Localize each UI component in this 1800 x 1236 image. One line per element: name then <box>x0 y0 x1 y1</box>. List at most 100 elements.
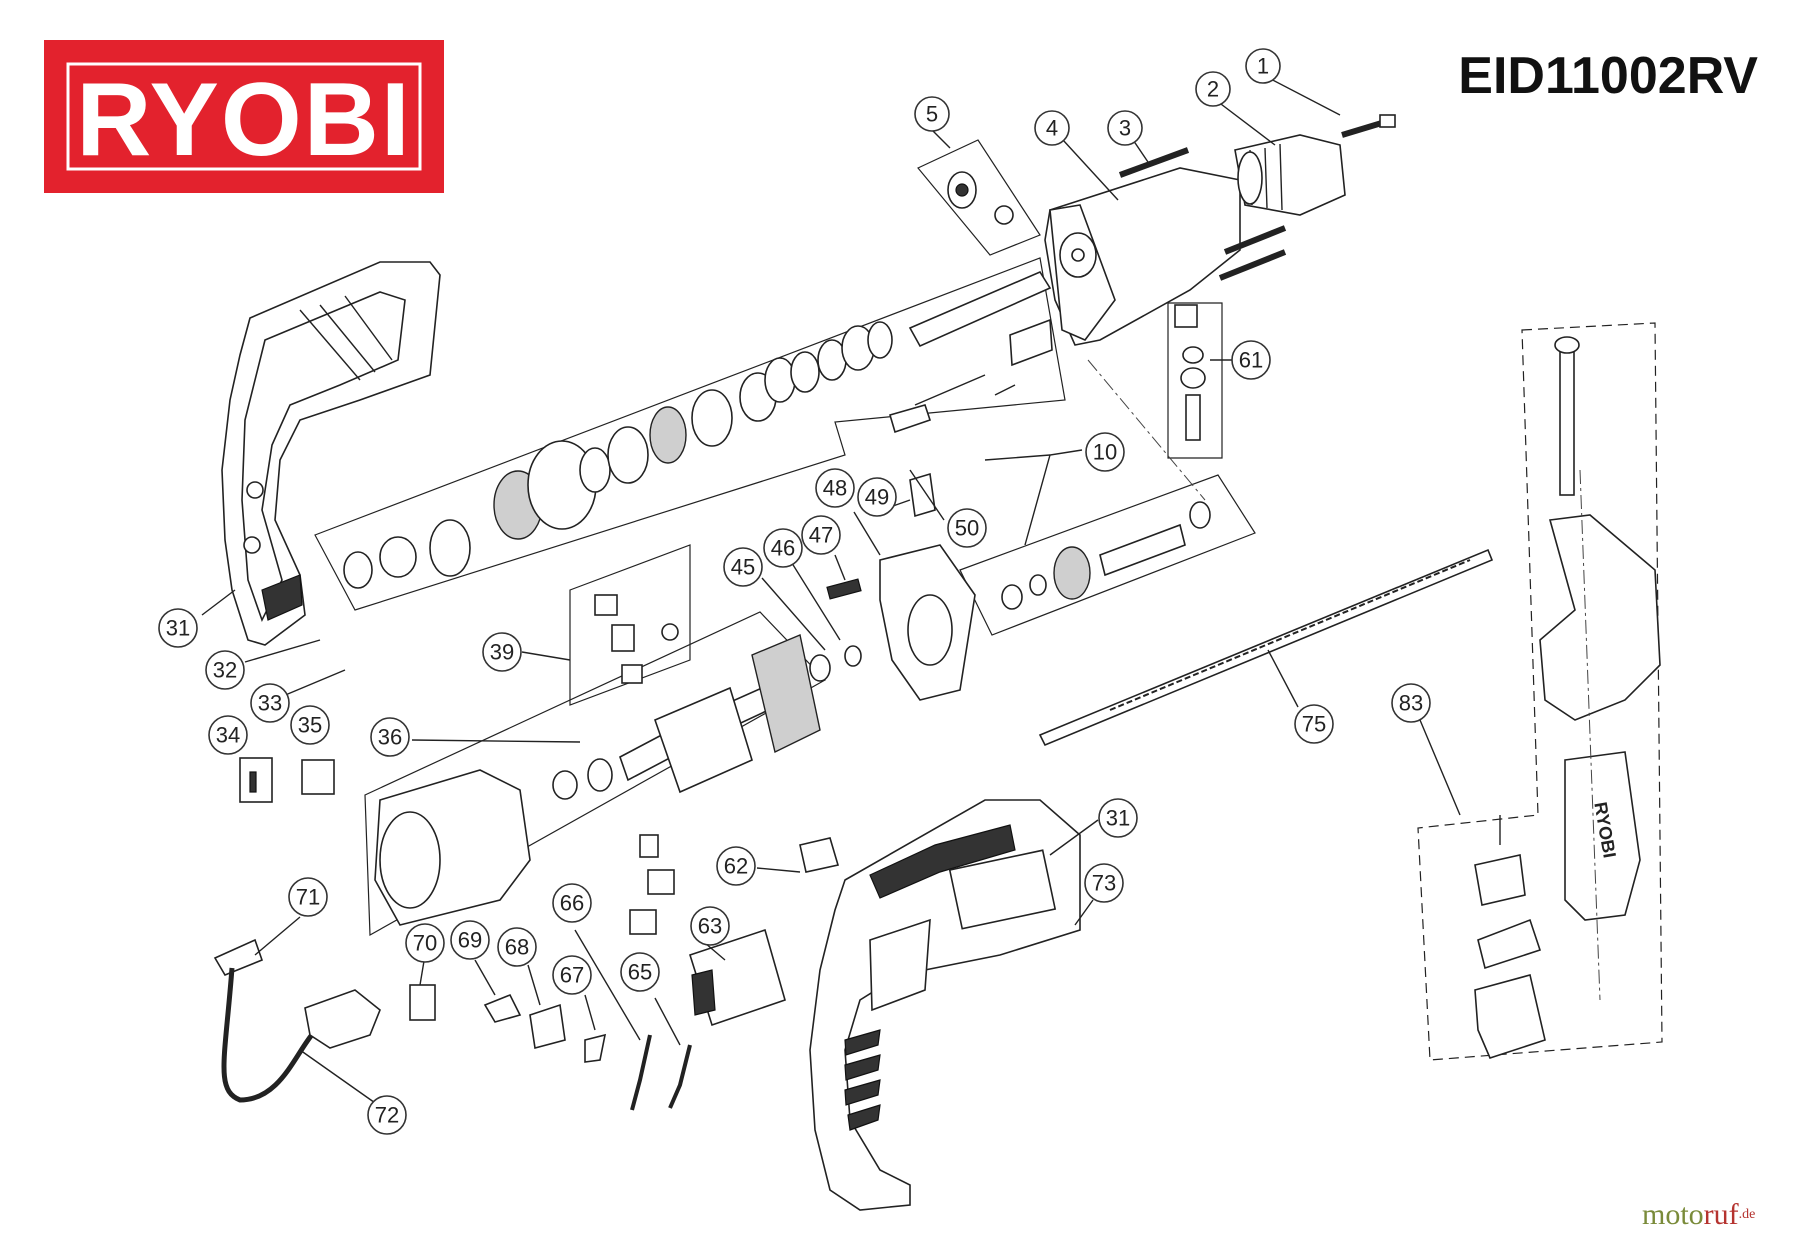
switch-set-box <box>1167 302 1223 459</box>
callout-label: 39 <box>490 640 514 665</box>
callout-label: 83 <box>1399 691 1423 716</box>
callout-46: 46 <box>763 528 803 568</box>
callout-label: 3 <box>1119 116 1131 141</box>
callout-label: 34 <box>216 723 240 748</box>
callout-label: 45 <box>731 555 755 580</box>
watermark-part1: moto <box>1642 1198 1704 1231</box>
washer-bearing-parts <box>809 578 862 682</box>
callout-39: 39 <box>482 632 522 672</box>
callout-73: 73 <box>1084 863 1124 903</box>
callout-33: 33 <box>250 683 290 723</box>
callout-label: 36 <box>378 725 402 750</box>
callout-label: 33 <box>258 691 282 716</box>
callout-35: 35 <box>290 705 330 745</box>
callout-label: 73 <box>1092 871 1116 896</box>
callout-label: 10 <box>1093 440 1117 465</box>
callout-83: 83 <box>1391 683 1431 723</box>
callout-label: 61 <box>1239 348 1263 373</box>
callout-4: 4 <box>1034 110 1070 146</box>
callout-label: 47 <box>809 523 833 548</box>
gear-train-parts <box>343 270 1053 589</box>
gear-train-box <box>314 257 1066 611</box>
callout-31-right: 31 <box>1098 798 1138 838</box>
callout-47: 47 <box>801 515 841 555</box>
callout-label: 5 <box>926 102 938 127</box>
callout-63: 63 <box>690 906 730 946</box>
model-title: EID11002RV <box>1458 47 1758 105</box>
terminal-parts <box>239 757 335 803</box>
callout-5: 5 <box>914 96 950 132</box>
intermediate-shaft-parts <box>1001 501 1211 610</box>
callout-label: 31 <box>1106 806 1130 831</box>
callout-50: 50 <box>947 508 987 548</box>
callout-31-left: 31 <box>158 608 198 648</box>
callout-10: 10 <box>1085 432 1125 472</box>
callout-label: 71 <box>296 885 320 910</box>
brush-holder-parts <box>594 594 679 684</box>
watermark-part2: ruf <box>1704 1198 1739 1231</box>
callout-label: 31 <box>166 616 190 641</box>
watermark-suffix: .de <box>1739 1207 1756 1222</box>
callout-2: 2 <box>1195 71 1231 107</box>
callout-label: 4 <box>1046 116 1058 141</box>
callout-label: 50 <box>955 516 979 541</box>
callout-36: 36 <box>370 717 410 757</box>
right-housing-assembled <box>809 799 1081 1211</box>
brush-holder-box <box>569 544 691 706</box>
logo-text: RYOBI <box>76 62 412 178</box>
side-handle-parts: RYOBI <box>1474 336 1661 1059</box>
callout-label: 32 <box>213 658 237 683</box>
callout-label: 63 <box>698 914 722 939</box>
gear-case-screws <box>1118 147 1287 281</box>
callout-label: 67 <box>560 963 584 988</box>
callout-label: 48 <box>823 476 847 501</box>
callout-label: 35 <box>298 713 322 738</box>
callout-label: 75 <box>1302 712 1326 737</box>
switch-and-small-parts <box>409 834 840 1111</box>
callout-72: 72 <box>367 1095 407 1135</box>
gear-case <box>1044 167 1241 346</box>
callout-label: 68 <box>505 935 529 960</box>
callout-62: 62 <box>716 846 756 886</box>
callout-label: 70 <box>413 931 437 956</box>
chuck-screw <box>1341 114 1396 138</box>
callout-label: 1 <box>1257 54 1269 79</box>
callout-label: 2 <box>1207 77 1219 102</box>
drill-chuck <box>1234 134 1346 216</box>
callout-45: 45 <box>723 547 763 587</box>
callout-label: 72 <box>375 1103 399 1128</box>
field-stator <box>374 769 531 926</box>
callout-label: 66 <box>560 891 584 916</box>
armature <box>552 634 821 800</box>
callout-label: 62 <box>724 854 748 879</box>
bearing-cover <box>879 404 976 701</box>
callout-66: 66 <box>552 883 592 923</box>
bearing-assembly <box>947 171 1014 225</box>
ryobi-logo: RYOBI <box>44 40 444 193</box>
callout-75: 75 <box>1294 704 1334 744</box>
switch-set-parts <box>1174 304 1206 441</box>
callout-48: 48 <box>815 468 855 508</box>
callout-61: 61 <box>1231 340 1271 380</box>
depth-rod <box>1038 548 1494 747</box>
intermediate-shaft-box <box>959 474 1256 636</box>
callout-1: 1 <box>1245 48 1281 84</box>
callout-69: 69 <box>450 920 490 960</box>
power-cord <box>213 938 381 1103</box>
side-handle-box[interactable] <box>1417 322 1663 1061</box>
callout-67: 67 <box>552 955 592 995</box>
callout-70: 70 <box>405 923 445 963</box>
left-housing-half <box>221 261 441 646</box>
callout-label: 65 <box>628 960 652 985</box>
callout-49: 49 <box>857 477 897 517</box>
bearing-inset-box <box>917 139 1041 256</box>
callout-65: 65 <box>620 952 660 992</box>
callout-68: 68 <box>497 927 537 967</box>
callout-label: 69 <box>458 928 482 953</box>
watermark: motoruf.de <box>1642 1198 1755 1231</box>
callout-3: 3 <box>1107 110 1143 146</box>
callout-34: 34 <box>208 715 248 755</box>
callout-71: 71 <box>288 877 328 917</box>
callout-label: 46 <box>771 536 795 561</box>
